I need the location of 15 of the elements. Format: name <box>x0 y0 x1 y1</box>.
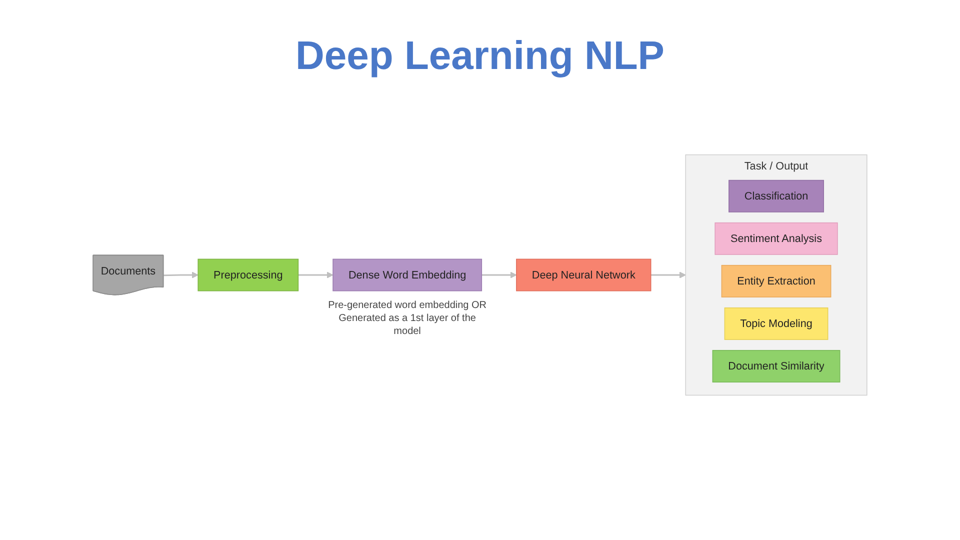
process-box: Topic Modeling <box>724 307 828 340</box>
arrow <box>164 272 198 278</box>
process-box: Document Similarity <box>712 350 840 382</box>
process-box: Entity Extraction <box>721 264 832 298</box>
process-box: Classification <box>728 180 824 212</box>
process-box: Dense Word Embedding <box>332 258 482 292</box>
document-shape: Documents <box>92 254 164 296</box>
node-caption: Pre-generated word embedding OR Generated as a 1st layer of the model <box>328 298 487 338</box>
process-box: Deep Neural Network <box>516 258 652 292</box>
arrow <box>298 272 334 278</box>
process-box: Sentiment Analysis <box>714 222 838 255</box>
arrow <box>650 272 686 278</box>
arrow <box>482 272 517 278</box>
slide-title: Deep Learning NLP <box>294 34 666 79</box>
process-box: Preprocessing <box>198 258 299 292</box>
